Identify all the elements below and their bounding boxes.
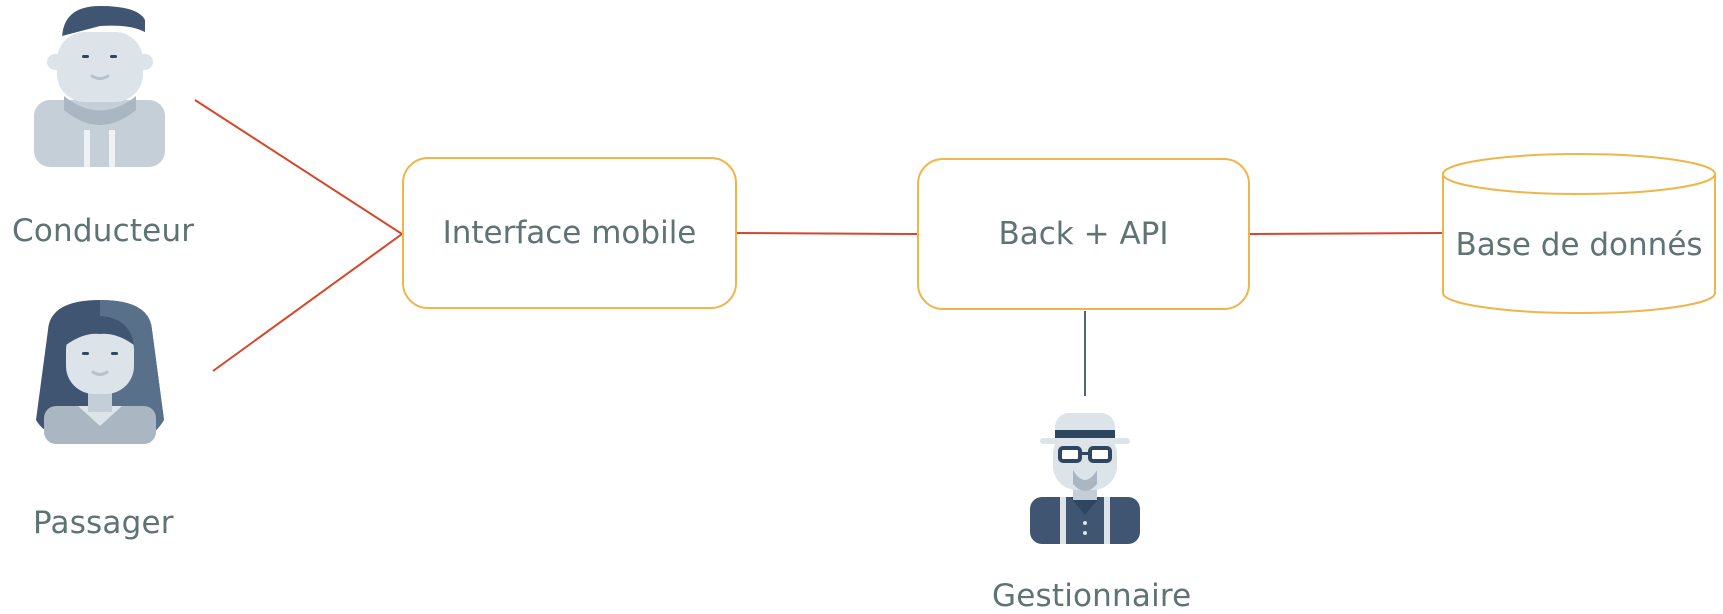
actor-passenger-label: Passager (33, 505, 174, 541)
node-database[interactable]: Base de donnés (1455, 227, 1703, 263)
actor-manager-label: Gestionnaire (992, 578, 1192, 614)
database-cylinder-shape (1442, 153, 1716, 314)
node-mobile-interface[interactable]: Interface mobile (402, 157, 737, 309)
passenger-avatar-icon (36, 300, 164, 444)
connector-mobile-backend (736, 232, 918, 235)
actor-driver-label: Conducteur (12, 213, 195, 249)
connector-backend-database (1249, 232, 1444, 235)
node-backend-api[interactable]: Back + API (917, 158, 1250, 310)
connector-passenger-mobile (212, 233, 403, 372)
manager-avatar-icon (1030, 413, 1140, 544)
connector-driver-mobile (194, 99, 403, 235)
driver-avatar-icon (34, 6, 165, 167)
